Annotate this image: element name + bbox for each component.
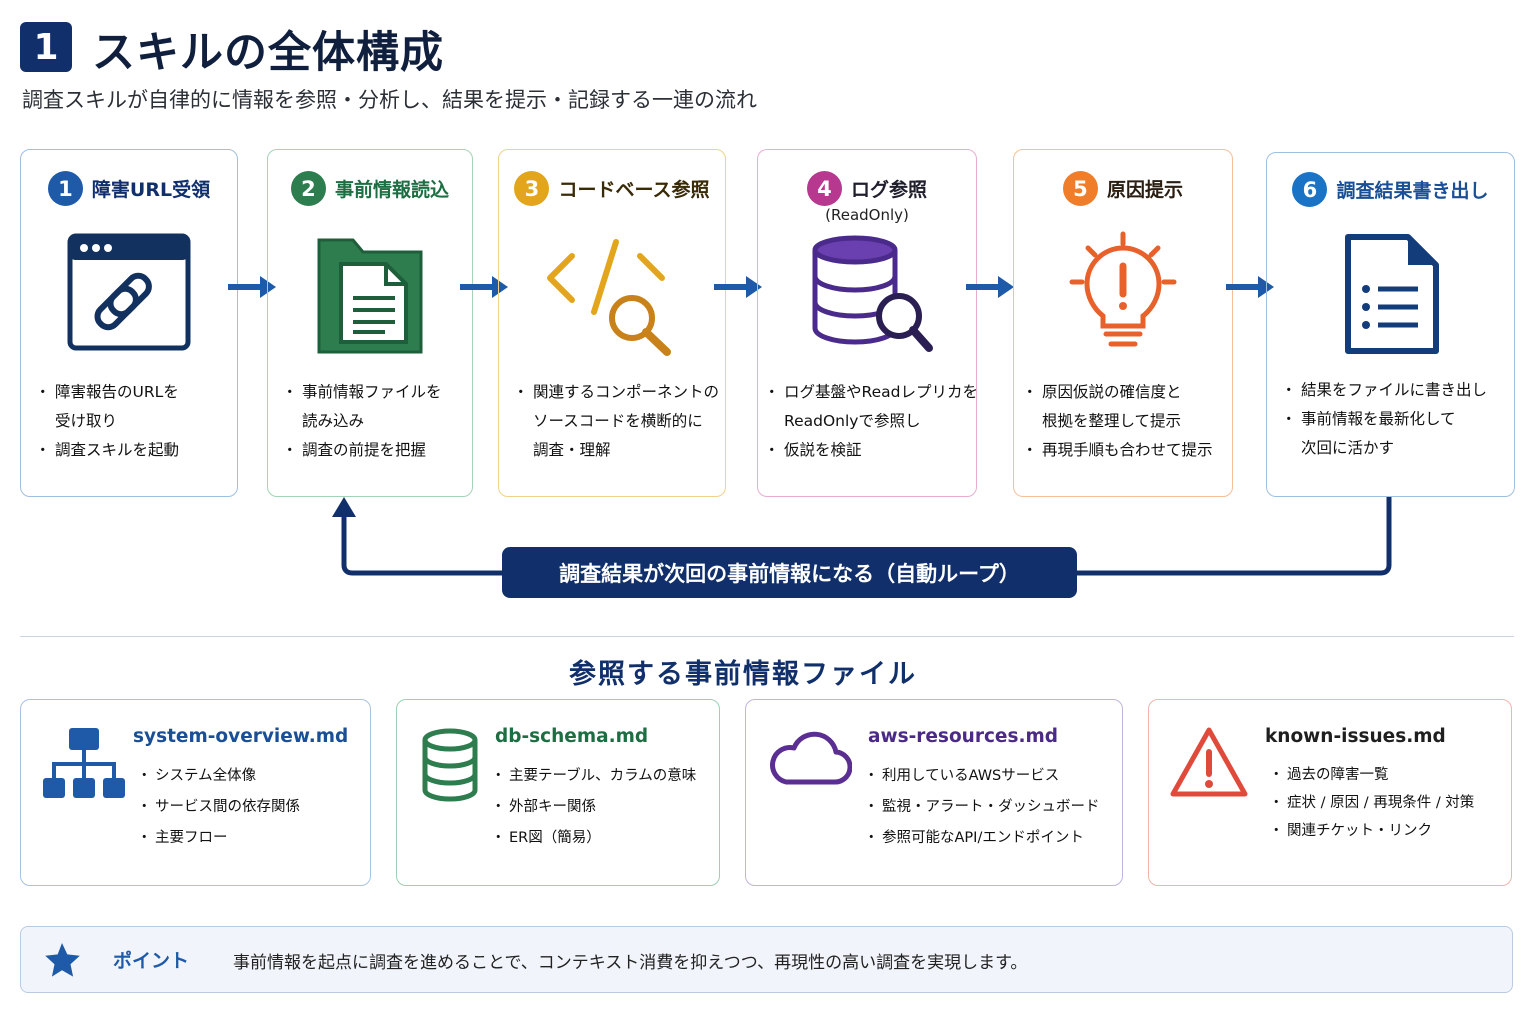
database-icon [421, 728, 479, 806]
step-number: 6 [1292, 172, 1328, 207]
step-bullets: ログ基盤やReadレプリカを ReadOnlyで参照し 仮説を検証 [764, 378, 978, 465]
step-title: 事前情報読込 [334, 179, 449, 201]
bullet-item: サービス間の依存関係 [137, 792, 300, 823]
step-bullets: 結果をファイルに書き出し 事前情報を最新化して 次回に活かす [1281, 376, 1487, 463]
step-subtitle: (ReadOnly) [825, 206, 909, 224]
bullet-item: 仮説を検証 [764, 436, 978, 465]
step-number: 3 [514, 171, 550, 206]
bullet-item: システム全体像 [137, 761, 300, 792]
step-card-4: 4 ログ参照 (ReadOnly) ログ基盤やReadレプリカを ReadOnl… [757, 149, 978, 497]
browser-link-icon [21, 228, 237, 358]
flow-arrow [966, 274, 1016, 304]
step-card-6: 6 調査結果書き出し 結果をファイルに書き出し 事前情報を最新化して 次回に活か… [1266, 152, 1515, 497]
step-card-5: 5 原因提示 原因仮説の確信度と 根拠を整理して提示 再現手順も合わせて提示 [1013, 149, 1233, 497]
file-card-known-issues: known-issues.md 過去の障害一覧 症状 / 原因 / 再現条件 /… [1148, 699, 1512, 886]
step-number: 2 [290, 171, 326, 206]
section-divider [20, 636, 1514, 637]
bullet-item: 主要フロー [137, 823, 300, 854]
bullet-item: 再現手順も合わせて提示 [1022, 436, 1213, 465]
file-bullets: 過去の障害一覧 症状 / 原因 / 再現条件 / 対策 関連チケット・リンク [1269, 761, 1474, 845]
warning-icon [1169, 726, 1249, 802]
bullet-item: 結果をファイルに書き出し [1281, 376, 1487, 405]
bullet-item: 調査の前提を把握 [282, 436, 442, 465]
step-title: 障害URL受領 [91, 179, 211, 201]
file-card-system-overview: system-overview.md システム全体像 サービス間の依存関係 主要… [20, 699, 371, 886]
bullet-item: 主要テーブル、カラムの意味 [491, 761, 696, 792]
step-bullets: 事前情報ファイルを 読み込み 調査の前提を把握 [282, 378, 442, 465]
flow-arrow [460, 274, 510, 304]
file-name: db-schema.md [495, 726, 649, 747]
lightbulb-icon [1014, 228, 1232, 358]
bullet-item: ソースコードを横断的に [533, 412, 703, 430]
page-title: スキルの全体構成 [92, 28, 444, 78]
section-number: 1 [20, 22, 72, 72]
bullet-item: 参照可能なAPI/エンドポイント [864, 823, 1100, 854]
step-number: 1 [47, 171, 83, 206]
file-bullets: 主要テーブル、カラムの意味 外部キー関係 ER図（簡易） [491, 761, 696, 854]
loop-label: 調査結果が次回の事前情報になる（自動ループ） [502, 547, 1077, 598]
point-callout: ポイント 事前情報を起点に調査を進めることで、コンテキスト消費を抑えつつ、再現性… [20, 926, 1513, 993]
code-search-icon [499, 228, 725, 358]
cloud-icon [766, 728, 853, 792]
file-name: known-issues.md [1265, 726, 1446, 747]
step-bullets: 原因仮説の確信度と 根拠を整理して提示 再現手順も合わせて提示 [1022, 378, 1213, 465]
step-card-1: 1 障害URL受領 障害報告のURLを 受け取り 調査スキルを起動 [20, 149, 238, 497]
file-card-db-schema: db-schema.md 主要テーブル、カラムの意味 外部キー関係 ER図（簡易… [396, 699, 720, 886]
step-title: 調査結果書き出し [1336, 180, 1489, 202]
folder-document-icon [268, 228, 472, 358]
bullet-item: 外部キー関係 [491, 792, 696, 823]
page-subtitle: 調査スキルが自律的に情報を参照・分析し、結果を提示・記録する一連の流れ [22, 88, 757, 112]
point-label: ポイント [113, 950, 190, 972]
bullet-item: 症状 / 原因 / 再現条件 / 対策 [1269, 789, 1474, 817]
database-search-icon [758, 228, 976, 358]
bullet-item: 障害報告のURLを [35, 378, 179, 407]
bullet-item: 利用しているAWSサービス [864, 761, 1100, 792]
star-icon [43, 942, 81, 982]
bullet-item: 調査・理解 [533, 441, 611, 459]
step-bullets: 障害報告のURLを 受け取り 調査スキルを起動 [35, 378, 179, 465]
hierarchy-icon [41, 726, 127, 806]
bullet-item: 事前情報ファイルを [282, 378, 442, 407]
step-title: コードベース参照 [558, 179, 710, 201]
bullet-item: 調査スキルを起動 [35, 436, 179, 465]
step-title: ログ参照 [850, 179, 927, 201]
step-bullets: 関連するコンポーネントの ソースコードを横断的に 調査・理解 [513, 378, 719, 465]
bullet-item: ER図（簡易） [491, 823, 696, 854]
file-bullets: システム全体像 サービス間の依存関係 主要フロー [137, 761, 300, 854]
bullet-item: ログ基盤やReadレプリカを [764, 378, 978, 407]
step-title: 原因提示 [1106, 179, 1183, 201]
bullet-item: 原因仮説の確信度と [1022, 378, 1213, 407]
bullet-item: 関連するコンポーネントの [513, 378, 719, 407]
flow-arrow [1226, 274, 1276, 304]
file-name: aws-resources.md [868, 726, 1059, 747]
step-card-3: 3 コードベース参照 関連するコンポーネントの ソースコードを横断的に 調査・理… [498, 149, 726, 497]
step-number: 5 [1062, 171, 1098, 206]
step-number: 4 [806, 171, 842, 206]
file-name: system-overview.md [133, 726, 349, 747]
bullet-item: 監視・アラート・ダッシュボード [864, 792, 1099, 823]
file-card-aws-resources: aws-resources.md 利用しているAWSサービス 監視・アラート・ダ… [745, 699, 1123, 886]
bullet-item: 読み込み [302, 412, 365, 430]
bullet-item: 根拠を整理して提示 [1042, 412, 1182, 430]
bullet-item: 関連チケット・リンク [1269, 817, 1474, 845]
bullet-item: 過去の障害一覧 [1269, 761, 1474, 789]
step-card-2: 2 事前情報読込 事前情報ファイルを 読み込み 調査の前提を把握 [267, 149, 473, 497]
bullet-item: 受け取り [55, 412, 118, 430]
bullet-item: 事前情報を最新化して [1281, 405, 1487, 434]
flow-arrow [714, 274, 764, 304]
bullet-item: ReadOnlyで参照し [784, 412, 921, 430]
bullet-item: 次回に活かす [1301, 439, 1395, 457]
file-bullets: 利用しているAWSサービス 監視・アラート・ダッシュボード 参照可能なAPI/エ… [864, 761, 1100, 854]
flow-arrow [228, 274, 278, 304]
document-list-icon [1267, 229, 1514, 359]
files-section-title: 参照する事前情報ファイル [569, 659, 917, 690]
point-text: 事前情報を起点に調査を進めることで、コンテキスト消費を抑えつつ、再現性の高い調査… [233, 953, 1028, 973]
